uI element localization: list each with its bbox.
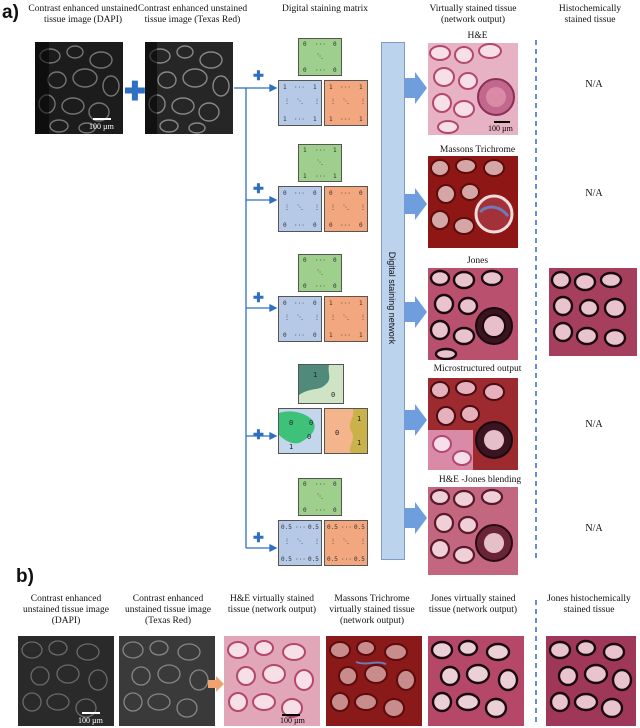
- histo-na-blend: N/A: [585, 523, 603, 534]
- map-orange: 0 1 1: [324, 408, 368, 454]
- dapi-scale-label: 100 µm: [89, 122, 114, 131]
- header-dapi: Contrast enhanced unstained tissue image…: [28, 4, 138, 25]
- b-header-texas: Contrast enhanced unstained tissue image…: [124, 594, 211, 626]
- network-label: Digital staining network: [387, 251, 397, 345]
- b-he-scale-bar: [282, 714, 300, 716]
- b-he-image: 100 µm: [224, 636, 320, 726]
- panel-b-letter: b): [16, 566, 34, 587]
- output-arrows: [405, 72, 427, 534]
- map-green: 1 0: [298, 364, 344, 404]
- header-texas-red: Contrast enhanced unstained tissue image…: [137, 4, 248, 25]
- dapi-scale-bar: [93, 118, 111, 120]
- matrix-orange-blend: 0.5···0.5 ⋮⋱⋮ 0.5···0.5: [324, 520, 368, 566]
- row-label-blend: H&E -Jones blending: [438, 475, 522, 485]
- b-header-he: H&E virtually stained tissue (network ou…: [227, 594, 317, 615]
- arrow-right-icon: [405, 296, 427, 328]
- matrix-blue-blend: 0.5···0.5 ⋮⋱⋮ 0.5···0.5: [278, 520, 322, 566]
- map-blue: 0 0 0 1: [278, 408, 322, 454]
- b-header-masson: Massons Trichrome virtually stained tiss…: [329, 594, 415, 626]
- b-jones-image: [428, 636, 524, 726]
- map-orange-zero: 0: [335, 429, 339, 437]
- plus-icon: ✚: [253, 290, 264, 305]
- dapi-image: 100 µm: [35, 42, 123, 134]
- network-bar: [381, 42, 405, 560]
- matrix-green-blend: 0···0 ⋱ 0···0: [298, 478, 342, 516]
- plus-icon: ✚: [253, 427, 264, 442]
- matrix-blue-masson: 0···0 ⋮⋱⋮ 0···0: [278, 186, 322, 232]
- b-he-scale-label: 100 µm: [280, 716, 305, 725]
- row-label-micro: Microstructured output: [433, 364, 522, 374]
- matrix-green-he: 0···0 ⋱ 0···0: [298, 38, 342, 76]
- b-dapi-image: 100 µm: [18, 636, 114, 726]
- map-orange-one: 1: [357, 439, 361, 447]
- b-header-jones-histo: Jones histochemically stained tissue: [547, 594, 631, 615]
- header-matrix: Digital staining matrix: [281, 4, 368, 14]
- plus-icon: ✚: [253, 68, 264, 83]
- texas-red-image: [145, 42, 233, 134]
- arrow-right-icon: [405, 404, 427, 436]
- matrix-orange-masson: 0···0 ⋮⋱⋮ 0···0: [324, 186, 368, 232]
- virtual-masson-image: [428, 156, 518, 248]
- b-jones-histo-image: [546, 636, 636, 726]
- row-label-he: H&E: [467, 31, 488, 41]
- header-histo: Histochemically stained tissue: [558, 4, 622, 25]
- matrix-orange-he: 1···1 ⋮⋱⋮ 1···1: [324, 80, 368, 126]
- matrix-green-masson: 1···1 ⋱ 1···1: [298, 144, 342, 182]
- histo-jones-image: [549, 268, 637, 356]
- b-arrow-right-icon: [208, 676, 224, 692]
- b-separator: [535, 600, 537, 726]
- matrix-green-jones: 0···0 ⋱ 0···0: [298, 254, 342, 292]
- plus-icon: ✚: [253, 530, 264, 545]
- b-masson-image: [326, 636, 422, 726]
- virtual-he-image: 100 µm: [428, 43, 518, 135]
- connector-lines: [234, 40, 537, 560]
- histo-na-he: N/A: [585, 79, 603, 90]
- matrix-blue-he: 1···1 ⋮⋱⋮ 1···1: [278, 80, 322, 126]
- arrow-right-icon: [405, 502, 427, 534]
- arrow-right-icon: [405, 188, 427, 220]
- map-green-one: 1: [313, 371, 317, 379]
- arrow-right-icon: [405, 72, 427, 104]
- header-virtual: Virtually stained tissue (network output…: [429, 4, 517, 25]
- matrix-blue-jones: 0···0 ⋮⋱⋮ 0···0: [278, 296, 322, 342]
- virtual-scale-label: 100 µm: [488, 124, 513, 133]
- histo-na-masson: N/A: [585, 188, 603, 199]
- matrix-orange-jones: 1···1 ⋮⋱⋮ 1···1: [324, 296, 368, 342]
- row-label-jones: Jones: [466, 256, 489, 266]
- virtual-scale-bar: [494, 121, 510, 123]
- map-blue-zero: 0: [307, 433, 311, 441]
- b-texas-image: [119, 636, 215, 726]
- plus-icon: ✚: [253, 181, 264, 196]
- b-scale-label: 100 µm: [78, 716, 103, 725]
- map-blue-zero: 0: [309, 419, 313, 427]
- virtual-blend-image: [428, 487, 518, 575]
- map-orange-one: 1: [357, 415, 361, 423]
- virtual-micro-image: [428, 378, 518, 470]
- map-blue-zero: 0: [289, 419, 293, 427]
- map-blue-one: 1: [289, 443, 293, 451]
- b-header-dapi: Contrast enhanced unstained tissue image…: [22, 594, 109, 626]
- plus-icon: ✚: [124, 76, 146, 106]
- b-header-jones: Jones virtually stained tissue (network …: [428, 594, 518, 615]
- histo-na-micro: N/A: [585, 419, 603, 430]
- panel-a-letter: a): [2, 2, 19, 23]
- map-green-zero: 0: [331, 391, 335, 399]
- b-scale-bar: [82, 712, 100, 714]
- virtual-jones-image: [428, 268, 518, 360]
- row-label-masson: Massons Trichrome: [439, 145, 516, 155]
